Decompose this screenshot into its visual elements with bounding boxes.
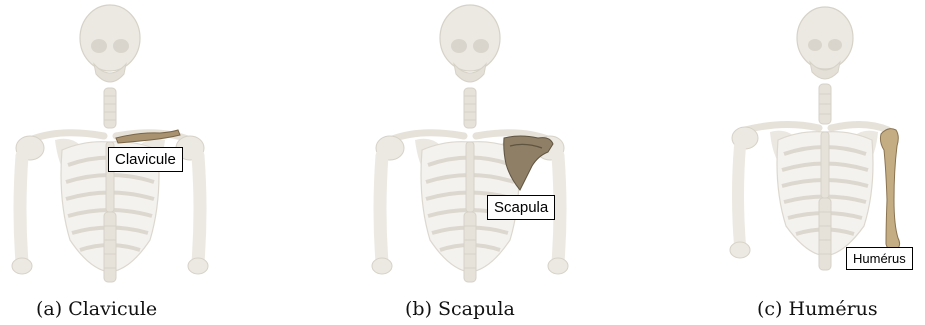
figure-panel-clavicule: Clavicule (a) Clavicule [0, 0, 240, 325]
skeleton-illustration [0, 0, 240, 290]
bone-label-clavicule: Clavicule [108, 147, 183, 172]
figure-panel-scapula: Scapula (b) Scapula [360, 0, 600, 325]
caption-a: (a) Clavicule [36, 298, 157, 320]
bone-label-humerus: Humérus [846, 247, 913, 270]
figure-panel-humerus: Humérus (c) Humérus [700, 0, 925, 325]
bone-label-scapula: Scapula [487, 195, 555, 220]
humerus-highlight [880, 129, 899, 251]
caption-c: (c) Humérus [757, 298, 878, 320]
caption-b: (b) Scapula [405, 298, 515, 320]
skeleton-illustration [360, 0, 600, 290]
